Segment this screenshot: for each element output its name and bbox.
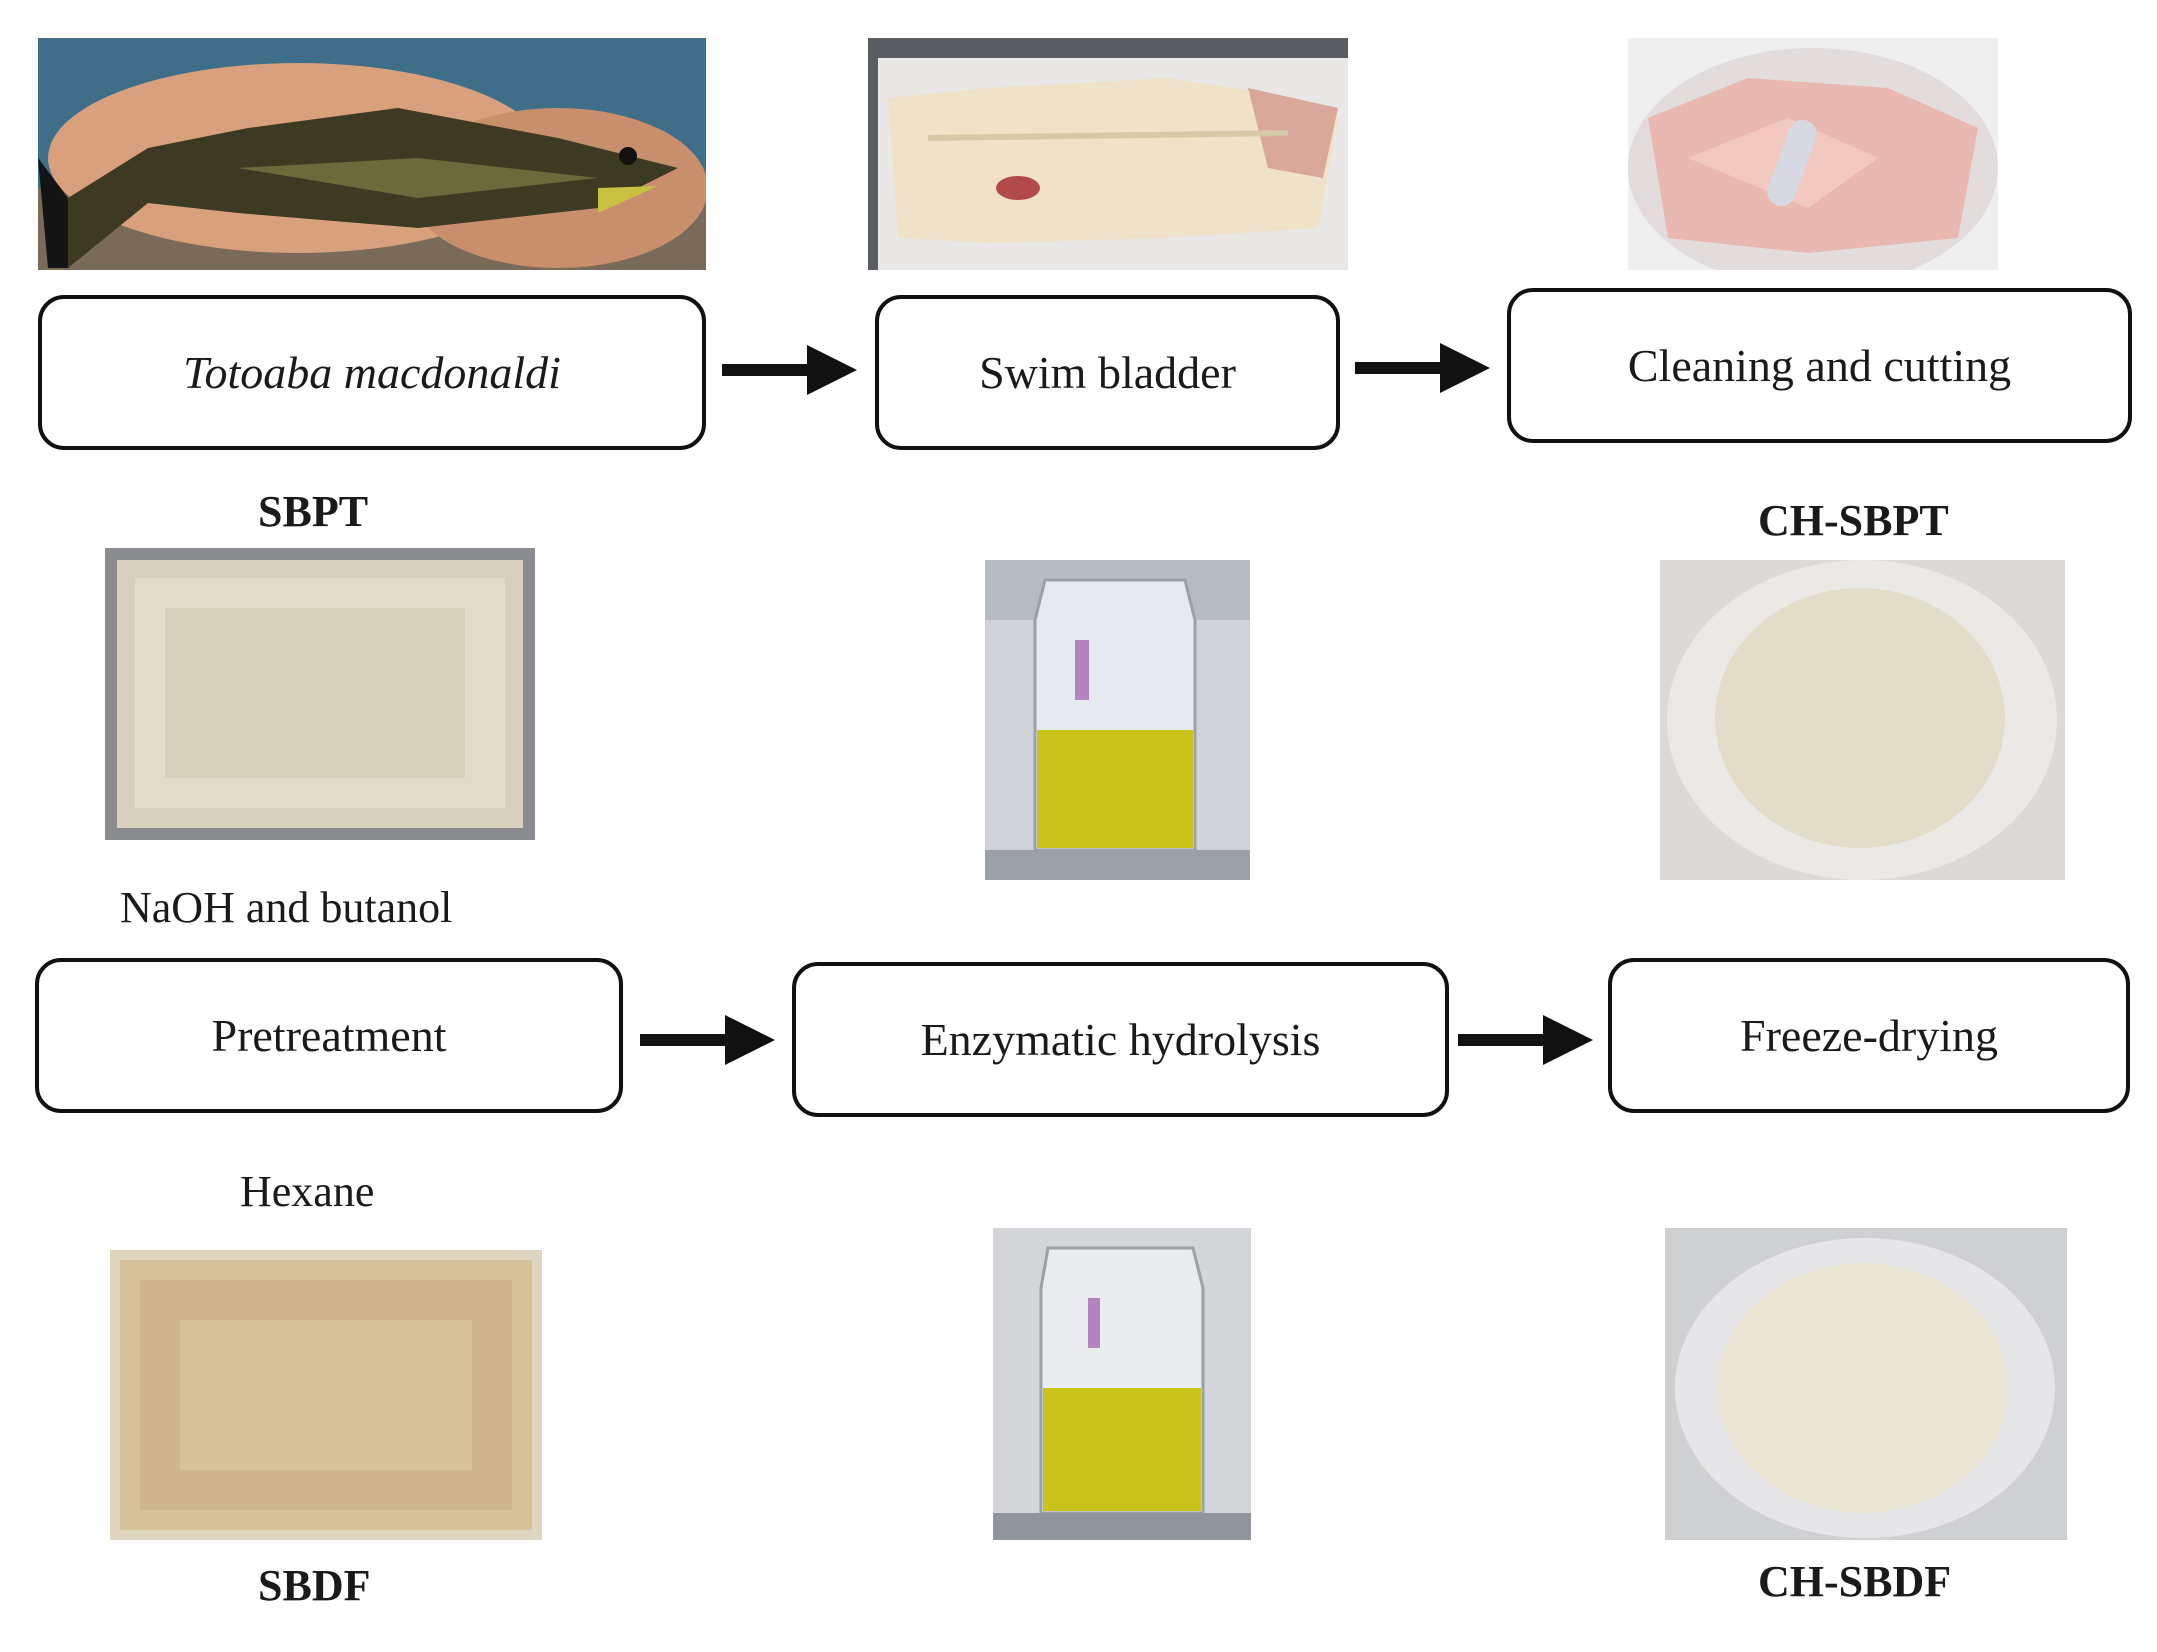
label-sbpt: SBPT bbox=[258, 487, 369, 536]
swim-bladder-photo bbox=[868, 38, 1348, 270]
arrow-right-icon bbox=[640, 1015, 775, 1065]
label-hexane: Hexane bbox=[240, 1167, 375, 1216]
fish-photo bbox=[38, 38, 706, 270]
step-pretreatment: Pretreatment bbox=[35, 958, 623, 1113]
label-naoh-and-butanol: NaOH and butanol bbox=[120, 883, 453, 932]
step-freeze-drying: Freeze-drying bbox=[1608, 958, 2130, 1113]
label-ch-sbpt: CH-SBPT bbox=[1758, 496, 1949, 545]
arrow-right-icon bbox=[1458, 1015, 1593, 1065]
step-cleaning-and-cutting: Cleaning and cutting bbox=[1507, 288, 2132, 443]
hydrolysis-flask-photo-1 bbox=[985, 560, 1250, 880]
step-enzymatic-hydrolysis-label: Enzymatic hydrolysis bbox=[920, 1014, 1321, 1065]
step-cleaning-and-cutting-label: Cleaning and cutting bbox=[1627, 340, 2012, 391]
hydrolysis-flask-photo-2 bbox=[993, 1228, 1251, 1540]
step-totoaba-macdonaldi-label: Totoaba macdonaldi bbox=[183, 347, 561, 398]
step-totoaba-macdonaldi: Totoaba macdonaldi bbox=[38, 295, 706, 450]
arrow-right-icon bbox=[1355, 343, 1490, 393]
step-swim-bladder: Swim bladder bbox=[875, 295, 1340, 450]
ch-sbdf-powder-photo bbox=[1665, 1228, 2067, 1540]
sbdf-granules-photo bbox=[110, 1250, 542, 1540]
cleaning-photo bbox=[1628, 38, 1998, 270]
arrow-right-icon bbox=[722, 345, 857, 395]
step-freeze-drying-label: Freeze-drying bbox=[1740, 1010, 1998, 1061]
label-sbdf: SBDF bbox=[258, 1561, 371, 1610]
label-ch-sbdf: CH-SBDF bbox=[1758, 1557, 1952, 1606]
step-pretreatment-label: Pretreatment bbox=[211, 1010, 447, 1061]
step-swim-bladder-label: Swim bladder bbox=[979, 347, 1236, 398]
ch-sbpt-powder-photo bbox=[1660, 560, 2065, 880]
step-enzymatic-hydrolysis: Enzymatic hydrolysis bbox=[792, 962, 1449, 1117]
sbpt-powder-photo bbox=[105, 548, 535, 840]
